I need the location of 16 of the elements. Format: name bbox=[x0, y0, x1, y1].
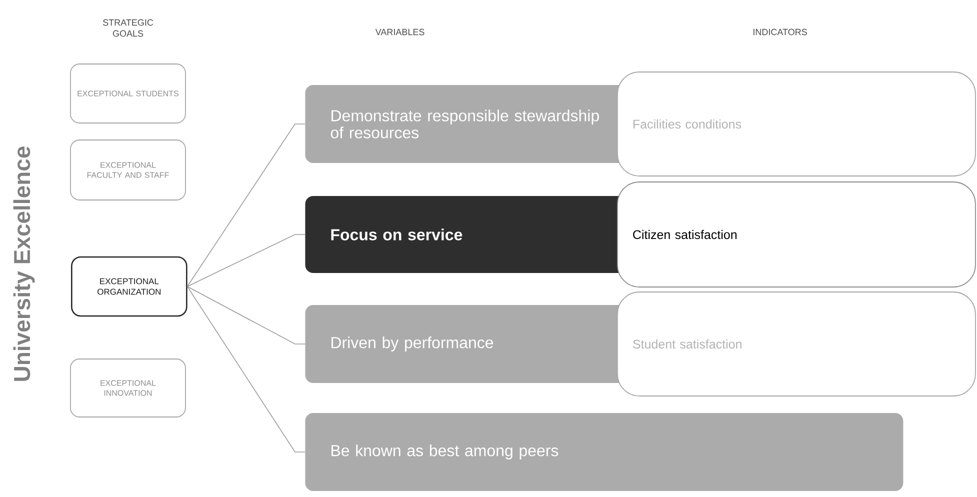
column-heading: VARIABLES bbox=[375, 28, 424, 36]
indicator-box: Student satisfaction bbox=[617, 292, 976, 396]
connector-line bbox=[186, 234, 306, 287]
connector-line bbox=[186, 286, 306, 344]
goal-box: EXCEPTIONAL STUDENTS bbox=[70, 64, 186, 124]
goal-box: EXCEPTIONAL INNOVATION bbox=[70, 358, 186, 418]
vertical-title: University Excellence bbox=[13, 146, 35, 381]
indicator-box: Facilities conditions bbox=[617, 72, 976, 176]
connector-line bbox=[186, 124, 306, 287]
column-heading: INDICATORS bbox=[754, 28, 807, 36]
column-heading: STRATEGIC GOALS bbox=[103, 19, 154, 37]
goal-box: EXCEPTIONAL FACULTY AND STAFF bbox=[70, 140, 186, 200]
variable-box: Be known as best among peers bbox=[305, 413, 904, 491]
goal-box: EXCEPTIONAL ORGANIZATION bbox=[71, 256, 188, 317]
connector-line bbox=[186, 286, 306, 452]
indicator-box: Citizen satisfaction bbox=[617, 182, 976, 288]
